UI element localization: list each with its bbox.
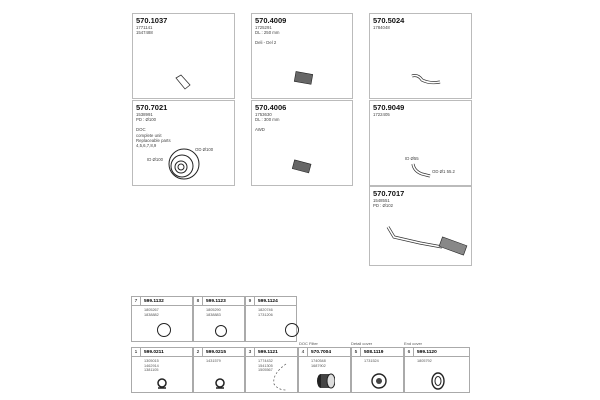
caption-doc-filter: DOC Filter	[299, 341, 318, 346]
part-card-570-1037[interactable]: 570.1037 1771141 1547488	[132, 13, 235, 99]
part-card-570-5024[interactable]: 570.5024 1784048	[369, 13, 472, 99]
bent-pipe-icon	[411, 74, 441, 85]
doc-catalyst-icon	[168, 148, 200, 180]
doc-filter-icon	[317, 373, 335, 389]
pipe-sleeve-icon	[175, 74, 191, 90]
gasket-ring-icon	[215, 325, 227, 337]
front-pipe-with-catalyst-icon	[386, 226, 468, 256]
gasket-ring-icon	[157, 323, 171, 337]
end-cover-icon	[431, 372, 445, 390]
part-card-570-4006[interactable]: 570.4006 1753630 DL : 300 mm AWD	[251, 100, 353, 186]
flex-pipe-icon	[291, 159, 312, 174]
clamp-icon	[157, 378, 167, 389]
caption-detail-cover: Detail cover	[351, 341, 373, 346]
detail-cover-icon	[371, 373, 387, 389]
part-card-570-7021[interactable]: 570.7021 1538991 PD : Ø100 DOC complete …	[132, 100, 235, 186]
part-card-570-7017[interactable]: 570.7017 1548551 PD : Ø102	[369, 186, 472, 266]
part-card-570-9049[interactable]: 570.9049 1722405 ID Ø55 OD Ø1 55.2	[369, 100, 472, 186]
bent-pipe-icon	[411, 163, 431, 178]
clamp-icon	[215, 378, 225, 389]
rubber-hanger-icon	[273, 363, 287, 391]
flex-pipe-icon	[293, 71, 314, 85]
caption-end-cover: End cover	[404, 341, 423, 346]
gasket-ring-icon	[285, 323, 299, 337]
part-card-570-4009[interactable]: 570.4009 1725291 DL : 250 mm Deli - Del …	[251, 13, 353, 99]
